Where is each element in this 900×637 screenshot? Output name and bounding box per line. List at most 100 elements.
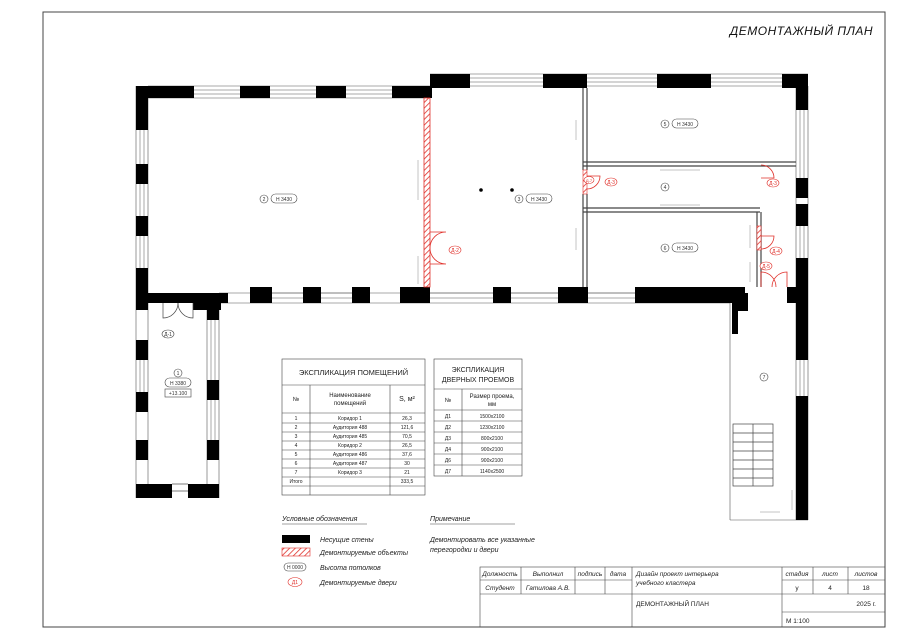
svg-text:Д-5: Д-5: [762, 264, 770, 270]
door-table-cell: 1140х2500: [480, 469, 505, 475]
note-text: Демонтировать все указанные: [429, 537, 535, 544]
tb-sheet-name: ДЕМОНТАЖНЫЙ ПЛАН: [636, 599, 709, 608]
legend-label: Демонтируемые объекты: [319, 549, 409, 557]
ceiling-height: Н 3430: [677, 122, 693, 128]
bearing-walls: [136, 74, 808, 520]
door-table-cell: Д7: [445, 469, 451, 475]
door-table-header: мм: [488, 402, 496, 408]
svg-text:Д-1: Д-1: [164, 332, 172, 338]
tb-name: Гатилова А.В.: [526, 585, 570, 592]
legend-swatch-height: [283, 562, 307, 572]
room-table-header: помещений: [334, 400, 366, 407]
room-table-header: №: [293, 396, 299, 403]
tb-role: Студент: [485, 584, 515, 592]
note-text: перегородки и двери: [430, 546, 499, 554]
note-title: Примечание: [430, 516, 470, 523]
room-table-title: ЭКСПЛИКАЦИЯ ПОМЕЩЕНИЙ: [299, 368, 408, 377]
title-block-text: Должность Выполнил подпись дата Студент …: [481, 570, 878, 625]
sheet-title: ДЕМОНТАЖНЫЙ ПЛАН: [728, 22, 873, 38]
tb-stage-header: стадия: [786, 570, 809, 578]
ceiling-height: Н 3430: [531, 197, 547, 203]
tb-sheets-header: листов: [854, 571, 878, 578]
door-schedule-text: ЭКСПЛИКАЦИЯ ДВЕРНЫХ ПРОЕМОВ № Размер про…: [442, 367, 515, 475]
legend-symbol-text: Д1: [292, 580, 298, 586]
tb-year: 2025 г.: [856, 601, 876, 608]
doors: [429, 164, 788, 288]
room-number: 4: [664, 185, 667, 191]
room-number: 6: [664, 246, 667, 252]
tb-col-header: подпись: [578, 570, 603, 578]
door-tags: Д-1 Д-2 Д-3 Д-3 Д-4 Д-5 Д-7: [161, 176, 783, 339]
legend-label: Несущие стены: [320, 537, 375, 544]
tb-col-header: дата: [610, 570, 627, 578]
door-tag: Д-3: [604, 177, 618, 187]
ceiling-height: Н 3380: [170, 381, 186, 387]
room-table-cell: 6: [295, 461, 298, 467]
legend-label: Высота потолков: [320, 565, 381, 572]
svg-text:Д-3: Д-3: [607, 180, 615, 186]
legend-swatch-door: [287, 577, 303, 587]
room-schedule-text: ЭКСПЛИКАЦИЯ ПОМЕЩЕНИЙ № Наименование пом…: [289, 368, 415, 485]
partitions: [582, 88, 796, 287]
tb-sheet-header: лист: [821, 571, 839, 578]
tb-col-header: Выполнил: [533, 571, 564, 578]
room-table-cell: Итого: [289, 479, 302, 485]
floor-plan: [135, 73, 809, 521]
room-number: 2: [263, 197, 266, 203]
door-tag: Д-4: [769, 246, 783, 256]
room-table-cell: 333,5: [401, 479, 414, 485]
door-table-cell: 1230х2100: [480, 425, 505, 431]
door-table-cell: 900х2100: [481, 458, 503, 464]
legend-symbol-text: Н 0000: [287, 565, 303, 571]
tb-scale: М 1:100: [786, 618, 810, 625]
room-number: 5: [664, 122, 667, 128]
tb-sheet: 4: [828, 585, 832, 592]
room-tag-5: 5 Н 3430: [660, 118, 699, 129]
legend: Условные обозначения Несущие стены Демон…: [281, 515, 409, 587]
ceiling-height: Н 3430: [276, 197, 292, 203]
room-table-cell: 37,6: [402, 452, 412, 458]
door-table-header: Размер проема,: [470, 394, 515, 400]
room-schedule: [281, 358, 426, 496]
door-table-cell: Д3: [445, 436, 451, 442]
room-table-cell: 5: [295, 452, 298, 458]
tb-project: Дизайн проект интерьера: [635, 570, 719, 578]
door-tag: Д-7: [583, 176, 595, 184]
room-tag-3: 3 Н 3430: [514, 193, 553, 204]
floor-level: +13.100: [169, 391, 187, 397]
room-table-cell: 30: [404, 461, 410, 467]
room-table-cell: 1: [295, 416, 298, 422]
room-number: 7: [763, 375, 766, 381]
room-table-header: Наименование: [329, 393, 371, 399]
door-table-title: ЭКСПЛИКАЦИЯ: [452, 367, 505, 374]
door-table-cell: Д6: [445, 458, 451, 464]
room-tags: 2 Н 3430 3 Н 3430 5 Н 3430 4 6 Н 343: [164, 118, 769, 398]
tb-stage: у: [795, 585, 799, 592]
dimension-marks: [417, 120, 793, 513]
room-table-cell: 21: [404, 470, 410, 476]
door-table-cell: 900х2100: [481, 447, 503, 453]
ceiling-height: Н 3430: [677, 246, 693, 252]
door-table-cell: Д1: [445, 414, 451, 420]
door-tag: Д-3: [766, 178, 780, 188]
room-table-cell: 121,6: [401, 425, 414, 431]
legend-swatch-bearing: [282, 535, 310, 543]
room-table-cell: Аудитория 487: [333, 461, 368, 467]
room-tag-6: 6 Н 3430: [660, 242, 699, 253]
door-table-cell: 800х2100: [481, 436, 503, 442]
door-table-cell: Д2: [445, 425, 451, 431]
tb-col-header: Должность: [481, 571, 518, 578]
room-number: 3: [518, 197, 521, 203]
svg-text:Д-7: Д-7: [586, 178, 593, 183]
room-table-cell: Коридор 3: [338, 470, 362, 476]
room-table-cell: Аудитория 488: [333, 425, 368, 431]
room-table-cell: Аудитория 485: [333, 434, 368, 440]
stair: [732, 423, 774, 487]
door-tag: Д-5: [759, 261, 773, 271]
column-dot: [510, 188, 514, 192]
door-tag: Д-2: [448, 245, 462, 255]
svg-text:Д-4: Д-4: [772, 249, 780, 255]
legend-swatch-demolish: [281, 547, 311, 557]
room-table-cell: Коридор 1: [338, 416, 362, 422]
column-dot: [479, 188, 483, 192]
